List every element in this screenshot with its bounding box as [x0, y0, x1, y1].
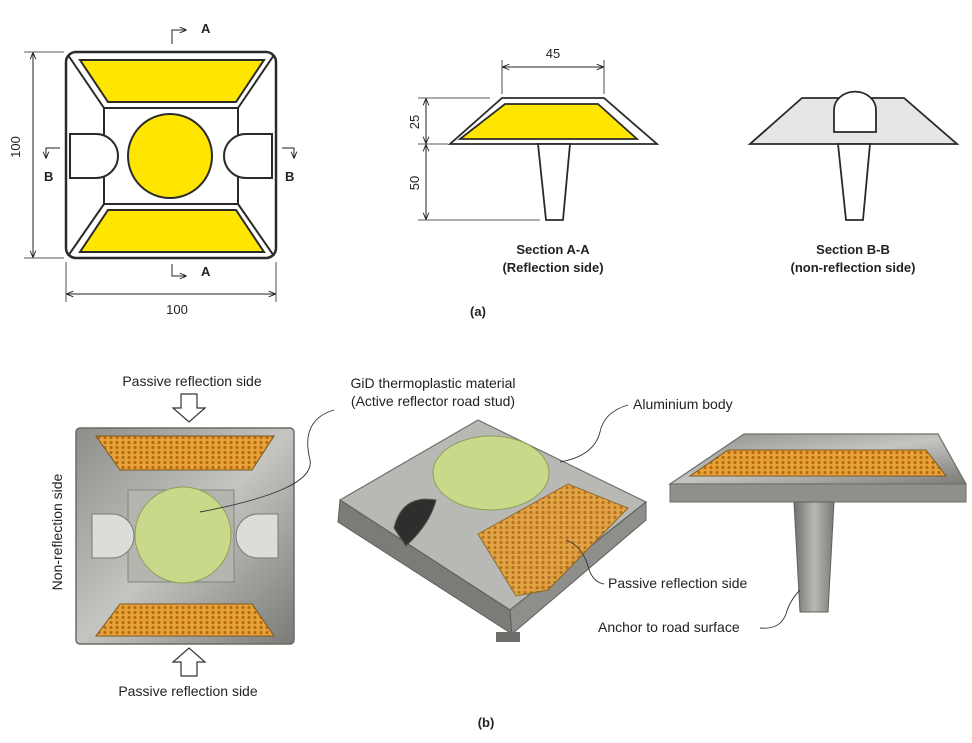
- bottom-reflector: [78, 209, 266, 253]
- dim-anchor-height: 50: [407, 176, 422, 190]
- perspective-gid-disc: [432, 435, 550, 511]
- cut-marker-a-bottom: A: [171, 264, 211, 279]
- side-reflector: [688, 449, 948, 477]
- section-a-anchor: [537, 143, 571, 221]
- section-a-a: 45 25 50 Section A-A (Reflection side): [407, 46, 660, 275]
- photo-top-reflector: [95, 435, 275, 471]
- dim-height: 100: [8, 51, 64, 259]
- cut-marker-b-right: B: [282, 147, 294, 184]
- section-a-caption: Section A-A: [516, 242, 590, 257]
- leader-anchor: [759, 589, 801, 629]
- svg-text:100: 100: [166, 302, 188, 317]
- panel-label-b: (b): [478, 715, 495, 730]
- section-b-caption: Section B-B: [816, 242, 890, 257]
- dim-width: 100: [65, 262, 277, 317]
- left-notch: [69, 133, 119, 179]
- cut-marker-b-left: B: [44, 147, 60, 184]
- section-a-subcaption: (Reflection side): [502, 260, 603, 275]
- leader-passive: [565, 539, 605, 585]
- photo-left-notch: [91, 513, 135, 559]
- svg-text:A: A: [201, 264, 211, 279]
- section-b-subcaption: (non-reflection side): [791, 260, 916, 275]
- photo-gid-disc: [134, 486, 232, 584]
- perspective-right-face: [509, 500, 647, 636]
- perspective-reflector: [477, 483, 629, 597]
- svg-text:B: B: [285, 169, 294, 184]
- label-passive-top: Passive reflection side: [122, 373, 262, 389]
- label-passive-side: Passive reflection side: [608, 575, 748, 591]
- svg-text:A: A: [201, 21, 211, 36]
- dim-top-width: 45: [546, 46, 560, 61]
- cut-marker-a-top: A: [171, 21, 211, 44]
- section-b-anchor: [837, 143, 871, 221]
- section-b-b: Section B-B (non-reflection side): [747, 90, 960, 275]
- panel-label-a: (a): [470, 304, 486, 319]
- label-anchor: Anchor to road surface: [598, 619, 740, 635]
- photo-side-view: [668, 433, 968, 613]
- photo-top-view: Passive reflection side Non-reflection s…: [49, 373, 295, 699]
- perspective-notch: [393, 498, 437, 547]
- photo-right-notch: [235, 513, 279, 559]
- section-b-notch: [833, 90, 877, 133]
- label-non-reflection: Non-reflection side: [49, 473, 65, 590]
- right-notch: [223, 133, 273, 179]
- leader-gid: [199, 409, 335, 513]
- label-passive-bottom: Passive reflection side: [118, 683, 258, 699]
- photo-bottom-reflector: [95, 603, 275, 637]
- arrow-up-icon: [171, 647, 207, 677]
- svg-text:100: 100: [8, 136, 23, 158]
- central-disc: [127, 113, 213, 199]
- photo-perspective-view: [337, 419, 648, 642]
- section-a-reflector: [457, 103, 640, 140]
- side-anchor: [793, 501, 835, 613]
- plan-view: A A B B 100 100: [8, 21, 294, 317]
- svg-text:B: B: [44, 169, 53, 184]
- annotations: GiD thermoplastic material (Active refle…: [199, 375, 801, 635]
- arrow-down-icon: [171, 393, 207, 423]
- label-gid-subtitle: (Active reflector road stud): [351, 393, 515, 409]
- leader-aluminium: [559, 404, 629, 463]
- top-reflector: [78, 59, 266, 103]
- label-aluminium: Aluminium body: [633, 396, 733, 412]
- dim-body-height: 25: [407, 115, 422, 129]
- label-gid-material: GiD thermoplastic material: [351, 375, 516, 391]
